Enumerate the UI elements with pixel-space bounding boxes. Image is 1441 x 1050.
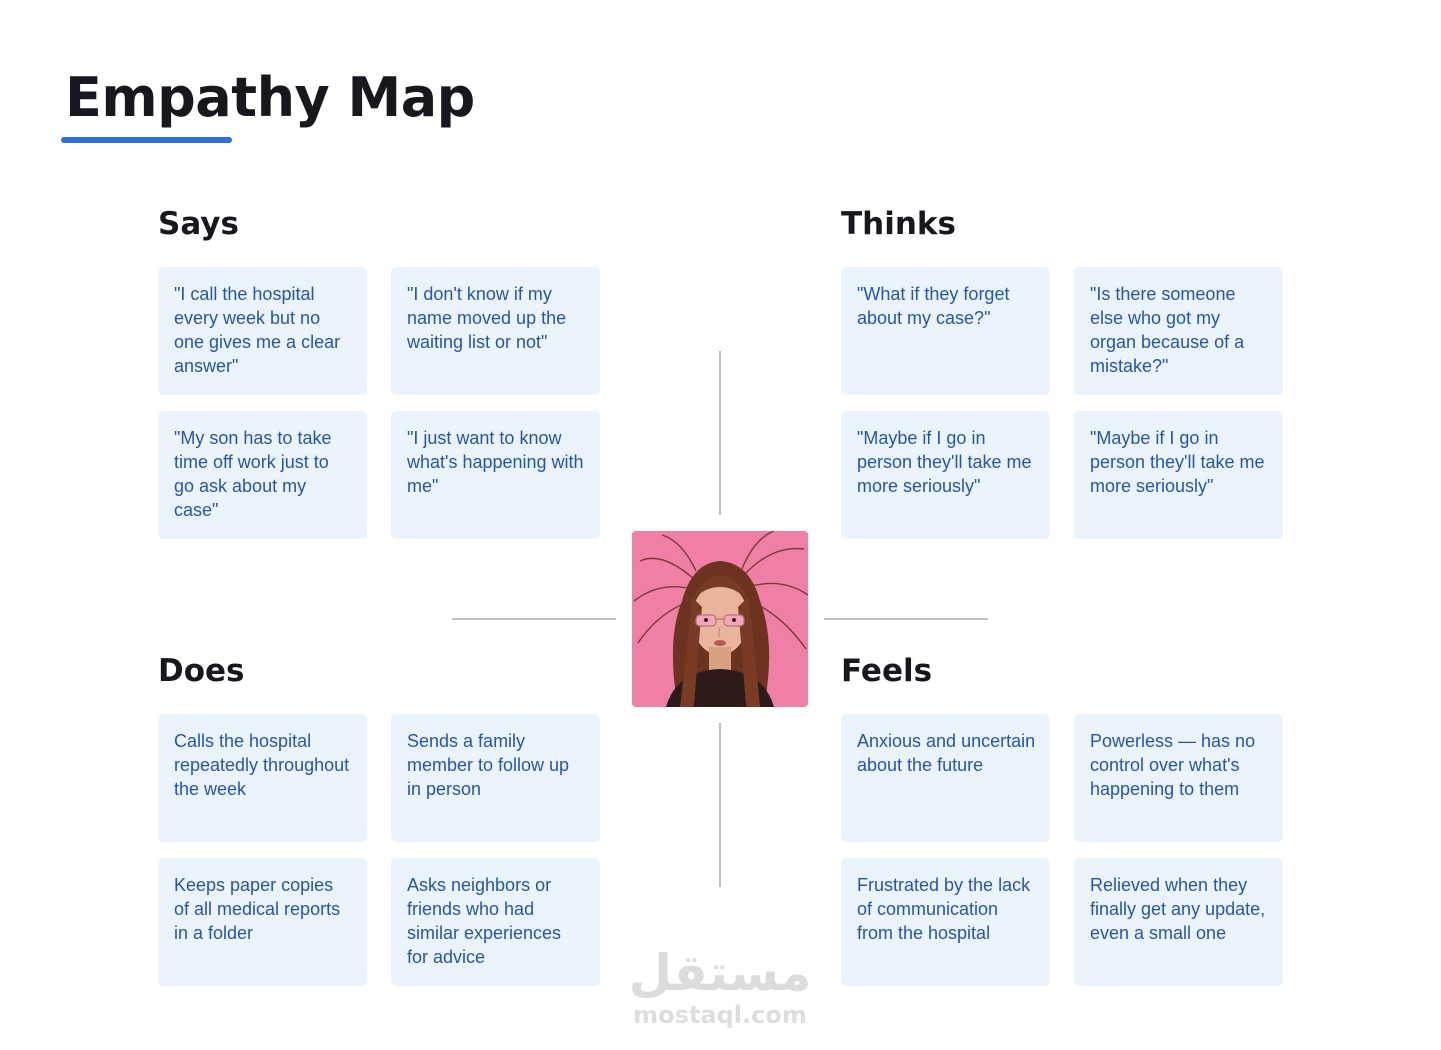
does-card-3-text: Keeps paper copies of all medical report…	[174, 875, 341, 943]
thinks-card-1: "What if they forget about my case?"	[841, 267, 1050, 395]
says-card-2: "I don't know if my name moved up the wa…	[391, 267, 600, 395]
feels-card-2: Powerless — has no control over what's h…	[1074, 714, 1283, 842]
does-card-3: Keeps paper copies of all medical report…	[158, 858, 367, 986]
does-card-4-text: Asks neighbors or friends who had simila…	[407, 875, 562, 967]
does-card-2: Sends a family member to follow up in pe…	[391, 714, 600, 842]
title-underline	[61, 137, 232, 143]
does-card-1: Calls the hospital repeatedly throughout…	[158, 714, 367, 842]
does-card-4: Asks neighbors or friends who had simila…	[391, 858, 600, 986]
feels-title: Feels	[841, 653, 933, 689]
thinks-card-2-text: "Is there someone else who got my organ …	[1090, 284, 1245, 376]
says-card-4-text: "I just want to know what's happening wi…	[407, 428, 584, 496]
does-card-1-text: Calls the hospital repeatedly throughout…	[174, 731, 350, 799]
says-card-4: "I just want to know what's happening wi…	[391, 411, 600, 539]
thinks-card-3-text: "Maybe if I go in person they'll take me…	[857, 428, 1032, 496]
feels-card-4-text: Relieved when they finally get any updat…	[1090, 875, 1266, 943]
divider-left	[452, 618, 616, 620]
thinks-card-3: "Maybe if I go in person they'll take me…	[841, 411, 1050, 539]
divider-right	[824, 618, 988, 620]
feels-card-4: Relieved when they finally get any updat…	[1074, 858, 1283, 986]
persona-photo	[632, 531, 808, 707]
feels-card-3: Frustrated by the lack of communication …	[841, 858, 1050, 986]
feels-card-1-text: Anxious and uncertain about the future	[857, 731, 1036, 775]
says-card-1-text: "I call the hospital every week but no o…	[174, 284, 341, 376]
page-title: Empathy Map	[65, 66, 475, 129]
watermark: مستقل mostaql.com	[620, 945, 820, 1029]
feels-card-1: Anxious and uncertain about the future	[841, 714, 1050, 842]
says-card-2-text: "I don't know if my name moved up the wa…	[407, 284, 567, 352]
divider-bottom	[719, 723, 721, 887]
does-title: Does	[158, 653, 245, 689]
watermark-url: mostaql.com	[633, 1001, 807, 1029]
does-card-2-text: Sends a family member to follow up in pe…	[407, 731, 570, 799]
persona-photo-icon	[632, 531, 808, 707]
thinks-card-4-text: "Maybe if I go in person they'll take me…	[1090, 428, 1265, 496]
says-card-3: "My son has to take time off work just t…	[158, 411, 367, 539]
says-title: Says	[158, 206, 239, 242]
says-card-3-text: "My son has to take time off work just t…	[174, 428, 332, 520]
watermark-logo: مستقل	[628, 944, 812, 1002]
divider-top	[719, 351, 721, 515]
feels-card-3-text: Frustrated by the lack of communication …	[857, 875, 1031, 943]
thinks-card-4: "Maybe if I go in person they'll take me…	[1074, 411, 1283, 539]
says-card-1: "I call the hospital every week but no o…	[158, 267, 367, 395]
feels-card-2-text: Powerless — has no control over what's h…	[1090, 731, 1256, 799]
thinks-title: Thinks	[841, 206, 956, 242]
thinks-card-2: "Is there someone else who got my organ …	[1074, 267, 1283, 395]
thinks-card-1-text: "What if they forget about my case?"	[857, 284, 1010, 328]
